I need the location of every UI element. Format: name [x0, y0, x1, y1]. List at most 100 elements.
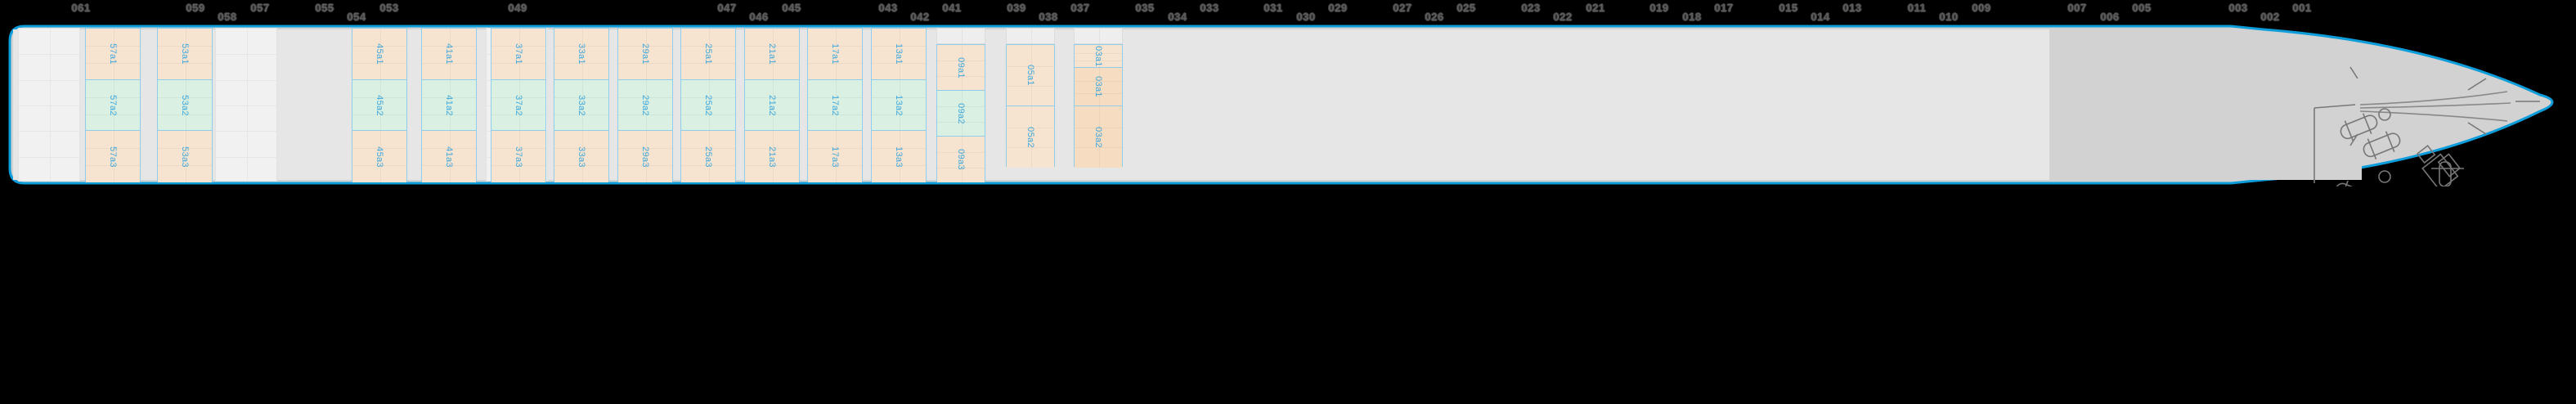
container-slot-17a3[interactable]: 17a3 [808, 131, 862, 182]
container-slot-03a1[interactable]: 03a1 [1075, 68, 1122, 106]
slot-hairline-h [352, 114, 406, 115]
slot-hairline-h [352, 63, 406, 65]
container-slot-25a2[interactable]: 25a2 [681, 80, 735, 131]
container-slot-45a2[interactable]: 45a2 [352, 80, 406, 131]
bay-number-045: 045 [782, 2, 801, 14]
slot-hairline-h [681, 114, 735, 115]
bay-stack-09[interactable]: 09a1 09a2 09a3 [936, 44, 985, 182]
container-slot-45a1[interactable]: 45a1 [352, 29, 406, 80]
container-slot-05a2[interactable]: 05a2 [1007, 106, 1054, 168]
slot-label: 53a2 [179, 94, 190, 116]
cap-divider [962, 29, 963, 43]
bay-stack-45[interactable]: 45a1 45a2 45a3 [352, 28, 407, 182]
bay-number-023: 023 [1521, 2, 1541, 14]
bay-stack-21[interactable]: 21a1 21a2 21a3 [744, 28, 800, 182]
slot-label: 21a2 [766, 94, 777, 116]
slot-hairline-h [1075, 147, 1122, 149]
container-slot-37a3[interactable]: 37a3 [491, 131, 545, 182]
container-slot-53a3[interactable]: 53a3 [158, 131, 212, 182]
slot-hairline-h [745, 97, 799, 99]
slot-hairline-h [158, 63, 212, 65]
slot-label: 45a2 [374, 94, 384, 116]
bay-number-041: 041 [942, 2, 962, 14]
bay-number-025: 025 [1456, 2, 1476, 14]
slot-hairline-h [872, 114, 926, 115]
slot-label: 09a1 [955, 56, 966, 79]
container-slot-05a1[interactable]: 05a1 [1007, 45, 1054, 106]
container-slot-03a2[interactable]: 03a2 [1075, 106, 1122, 168]
slot-hairline-h [422, 97, 476, 99]
container-slot-57a3[interactable]: 57a3 [86, 131, 140, 182]
container-slot-57a2[interactable]: 57a2 [86, 80, 140, 131]
container-slot-41a3[interactable]: 41a3 [422, 131, 476, 182]
bay-number-013: 013 [1842, 2, 1862, 14]
container-slot-37a2[interactable]: 37a2 [491, 80, 545, 131]
slot-hairline-h [618, 63, 672, 65]
container-slot-13a3[interactable]: 13a3 [872, 131, 926, 182]
bay-number-007: 007 [2067, 2, 2087, 14]
bay-number-003: 003 [2228, 2, 2248, 14]
container-slot-13a2[interactable]: 13a2 [872, 80, 926, 131]
container-slot-17a2[interactable]: 17a2 [808, 80, 862, 131]
container-slot-21a3[interactable]: 21a3 [745, 131, 799, 182]
container-slot-37a1[interactable]: 37a1 [491, 29, 545, 80]
container-slot-09a1[interactable]: 09a1 [937, 45, 985, 91]
slot-hairline-h [86, 114, 140, 115]
bay-number-046: 046 [749, 11, 769, 23]
container-slot-29a2[interactable]: 29a2 [618, 80, 672, 131]
stern-grid-1 [18, 28, 80, 182]
container-slot-29a1[interactable]: 29a1 [618, 29, 672, 80]
container-slot-25a1[interactable]: 25a1 [681, 29, 735, 80]
container-slot-45a3[interactable]: 45a3 [352, 131, 406, 182]
container-slot-03a1[interactable]: 03a1 [1075, 45, 1122, 68]
container-slot-41a1[interactable]: 41a1 [422, 29, 476, 80]
slot-hairline-h [808, 165, 862, 167]
bay-stack-53[interactable]: 53a1 53a2 53a3 [157, 28, 213, 182]
container-slot-21a2[interactable]: 21a2 [745, 80, 799, 131]
slot-label: 09a2 [955, 102, 966, 124]
container-slot-09a2[interactable]: 09a2 [937, 91, 985, 137]
slot-hairline-h [872, 97, 926, 99]
container-slot-29a3[interactable]: 29a3 [618, 131, 672, 182]
container-slot-17a1[interactable]: 17a1 [808, 29, 862, 80]
slot-hairline-v [709, 29, 710, 79]
slot-hairline-h [554, 46, 608, 47]
slot-label: 33a1 [576, 43, 586, 65]
container-slot-13a1[interactable]: 13a1 [872, 29, 926, 80]
slot-hairline-h [352, 97, 406, 99]
container-slot-25a3[interactable]: 25a3 [681, 131, 735, 182]
container-slot-33a2[interactable]: 33a2 [554, 80, 608, 131]
container-slot-21a1[interactable]: 21a1 [745, 29, 799, 80]
container-slot-53a2[interactable]: 53a2 [158, 80, 212, 131]
container-slot-33a1[interactable]: 33a1 [554, 29, 608, 80]
slot-hairline-h [86, 148, 140, 150]
bay-number-010: 010 [1939, 11, 1959, 23]
slot-hairline-v [519, 80, 520, 130]
container-slot-33a3[interactable]: 33a3 [554, 131, 608, 182]
slot-hairline-h [618, 114, 672, 115]
bay-number-001: 001 [2292, 2, 2312, 14]
bay-number-022: 022 [1553, 11, 1573, 23]
slot-label: 21a3 [766, 146, 777, 168]
container-slot-57a1[interactable]: 57a1 [86, 29, 140, 80]
slot-hairline-h [491, 165, 545, 167]
slot-label: 25a1 [702, 43, 713, 65]
container-slot-53a1[interactable]: 53a1 [158, 29, 212, 80]
container-slot-41a2[interactable]: 41a2 [422, 80, 476, 131]
bay-number-042: 042 [910, 11, 930, 23]
grid-hline [216, 79, 276, 81]
container-slot-09a3[interactable]: 09a3 [937, 137, 985, 182]
slot-hairline-h [872, 46, 926, 47]
slot-hairline-h [158, 46, 212, 47]
